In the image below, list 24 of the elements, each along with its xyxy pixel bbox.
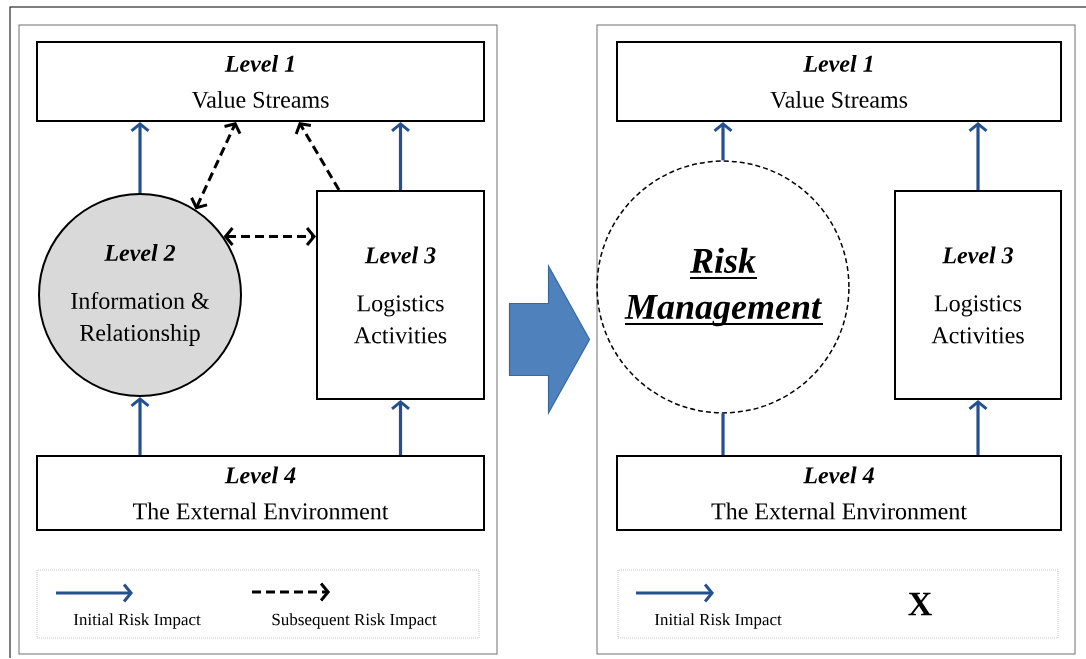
- legend-symbol: X: [908, 592, 932, 616]
- panel-frame: [596, 24, 1076, 655]
- arrow: [713, 122, 733, 161]
- level-box: Level 1 Value Streams: [36, 41, 485, 122]
- arrow: [968, 122, 988, 190]
- legend-text: Subsequent Risk Impact: [272, 613, 437, 629]
- block-arrow: [508, 263, 591, 416]
- arrow: [968, 400, 988, 455]
- dashed-arrow: [223, 227, 316, 246]
- arrow: [391, 400, 410, 455]
- panel-frame: [18, 24, 498, 655]
- arrow: [391, 122, 410, 190]
- dashed-arrow: [294, 122, 341, 191]
- legend-text: Initial Risk Impact: [654, 613, 782, 629]
- level-box: Level 4 The External Environment: [616, 455, 1062, 531]
- dashed-arrow: [190, 122, 242, 210]
- arrow: [130, 122, 150, 193]
- connector-line: [721, 413, 725, 455]
- level-box: Level 1 Value Streams: [616, 41, 1062, 122]
- level-box: Level 4 The External Environment: [36, 455, 485, 531]
- level-box: Level 3 Logistics Activities: [894, 190, 1062, 400]
- level-box: Level 3 Logistics Activities: [316, 190, 485, 400]
- arrow: [130, 397, 150, 455]
- legend-text: Initial Risk Impact: [73, 613, 201, 629]
